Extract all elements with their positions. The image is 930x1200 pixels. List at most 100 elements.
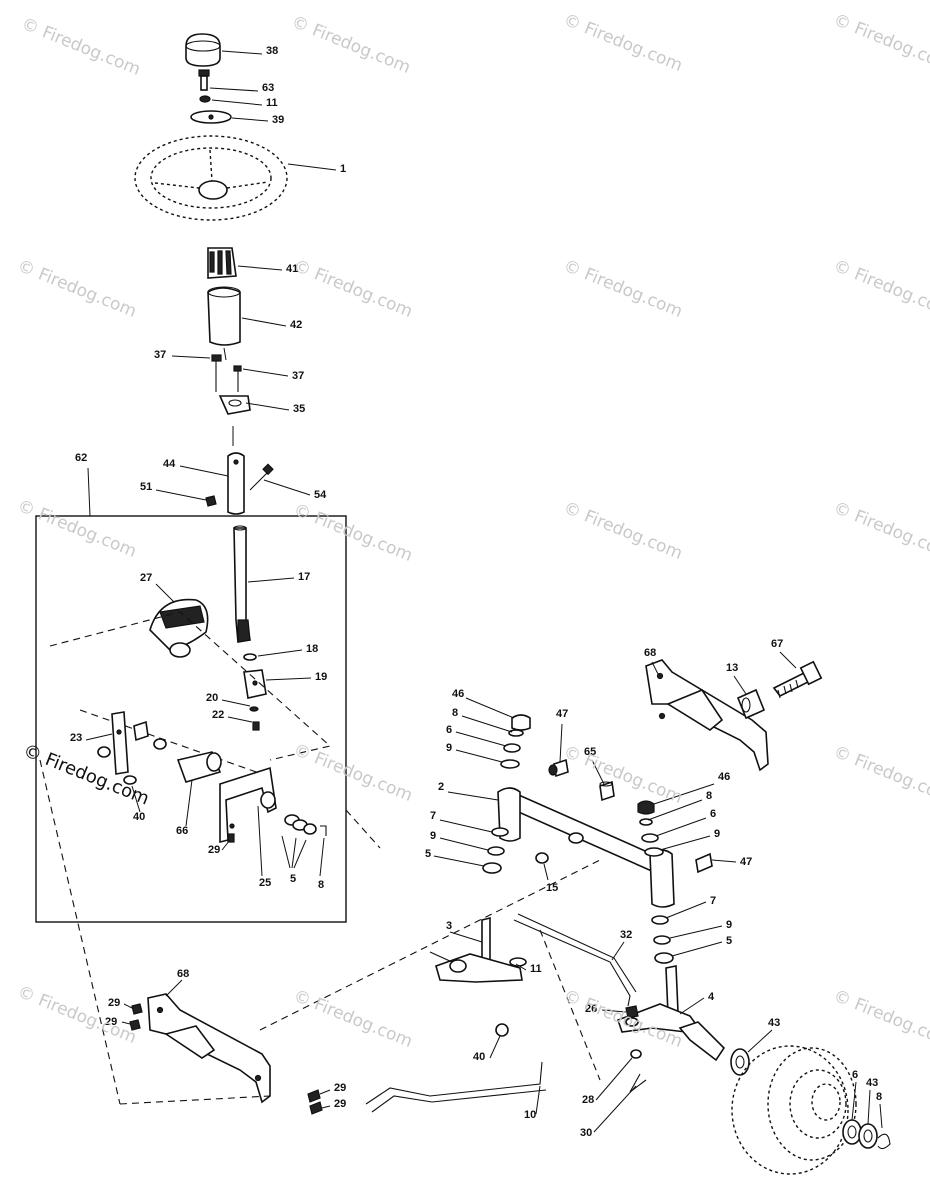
bracket-23	[111, 711, 129, 775]
wheel-washers-right	[842, 1119, 891, 1150]
part-label-c41: 41	[286, 263, 298, 275]
part-label-c46b: 46	[718, 771, 730, 783]
grease-fitting-47b	[695, 852, 713, 874]
part-label-c27: 27	[140, 572, 152, 584]
bushing-15	[535, 852, 549, 864]
spindle-3	[429, 916, 523, 983]
washer-18	[243, 653, 257, 661]
bolt-67	[772, 660, 823, 699]
cover-plate-39	[190, 110, 232, 124]
pinion-block-19	[243, 669, 267, 699]
part-label-c8d: 8	[876, 1091, 882, 1103]
bushing-parts	[133, 720, 167, 750]
part-label-c5a: 5	[290, 873, 296, 885]
bushing-66	[176, 751, 222, 783]
part-label-c29b: 29	[108, 997, 120, 1009]
column-sleeve-42	[207, 286, 241, 361]
part-label-c5c: 5	[726, 935, 732, 947]
part-label-c47b: 47	[740, 856, 752, 868]
part-label-c6c: 6	[852, 1069, 858, 1081]
bushing-65	[599, 780, 615, 802]
steering-wheel-1	[134, 135, 288, 221]
part-label-c7b: 7	[710, 895, 716, 907]
bolt-63	[198, 69, 210, 91]
part-label-c11b: 11	[530, 963, 542, 975]
adapter-41	[207, 247, 237, 279]
part-label-c8b: 8	[452, 707, 458, 719]
part-label-c9a: 9	[446, 742, 452, 754]
washer-11	[199, 95, 211, 103]
frame-bracket-68-front	[147, 993, 271, 1104]
part-label-c44: 44	[163, 458, 176, 470]
shaft-44	[227, 452, 245, 515]
part-label-c54: 54	[314, 489, 327, 501]
part-label-c23: 23	[70, 732, 82, 744]
part-label-c26: 26	[585, 1003, 597, 1015]
bolt-26	[625, 1005, 639, 1019]
part-label-c1: 1	[340, 163, 346, 175]
axle-beam-2	[497, 787, 675, 908]
part-label-c28: 28	[582, 1094, 594, 1106]
part-label-c13: 13	[726, 662, 738, 674]
part-label-c19: 19	[315, 671, 327, 683]
part-label-c40a: 40	[133, 811, 145, 823]
spacer-13	[736, 688, 766, 720]
part-label-c20: 20	[206, 692, 218, 704]
part-label-c18: 18	[306, 643, 318, 655]
washer-28	[630, 1049, 642, 1059]
part-label-c67: 67	[771, 638, 783, 650]
part-label-c37b: 37	[292, 370, 304, 382]
steering-bracket-25	[219, 766, 277, 844]
nut-51	[205, 495, 217, 507]
part-label-c43a: 43	[768, 1017, 780, 1029]
axle-washers-right	[637, 800, 674, 964]
washer-43a	[730, 1048, 750, 1076]
part-label-c17: 17	[298, 571, 310, 583]
part-label-c43b: 43	[866, 1077, 878, 1089]
part-label-c8a: 8	[318, 879, 324, 891]
part-label-c2: 2	[438, 781, 444, 793]
axle-washers-left	[482, 714, 531, 874]
part-label-c35: 35	[293, 403, 305, 415]
grease-fitting-47a	[548, 758, 569, 778]
drag-link-32	[513, 913, 637, 1007]
bolts-29	[129, 1003, 323, 1115]
bolt-54	[249, 463, 274, 491]
washer-11b	[509, 957, 527, 967]
bearing-flange-35	[218, 395, 251, 415]
part-label-c29a: 29	[208, 844, 220, 856]
steering-assembly-box-62	[35, 515, 347, 923]
screw-22	[252, 721, 260, 731]
washer-23	[97, 746, 111, 758]
part-label-c42: 42	[290, 319, 302, 331]
part-label-c30: 30	[580, 1127, 592, 1139]
part-label-c10: 10	[524, 1109, 536, 1121]
screws-37	[211, 354, 242, 392]
part-label-c29e: 29	[334, 1098, 346, 1110]
part-label-c51: 51	[140, 481, 152, 493]
part-label-c9d: 9	[726, 919, 732, 931]
part-label-c47a: 47	[556, 708, 568, 720]
washers-5	[281, 814, 317, 869]
clip-8a	[320, 825, 327, 836]
part-label-c46a: 46	[452, 688, 464, 700]
part-label-c63: 63	[262, 82, 274, 94]
part-label-c68b: 68	[177, 968, 189, 980]
steering-cap-38	[185, 33, 221, 67]
part-label-c29c: 29	[105, 1016, 117, 1028]
part-label-c37a: 37	[154, 349, 166, 361]
part-label-c3: 3	[446, 920, 452, 932]
part-label-c6b: 6	[710, 808, 716, 820]
part-label-c39: 39	[272, 114, 284, 126]
part-label-c7a: 7	[430, 810, 436, 822]
washer-40a	[123, 775, 137, 785]
part-label-c29d: 29	[334, 1082, 346, 1094]
part-label-c38: 38	[266, 45, 278, 57]
part-label-c15: 15	[546, 882, 558, 894]
part-label-c40b: 40	[473, 1051, 485, 1063]
part-label-c62: 62	[75, 452, 87, 464]
frame-bracket-68-rear	[645, 659, 769, 772]
part-label-c66: 66	[176, 825, 188, 837]
spindle-4	[616, 965, 726, 1062]
